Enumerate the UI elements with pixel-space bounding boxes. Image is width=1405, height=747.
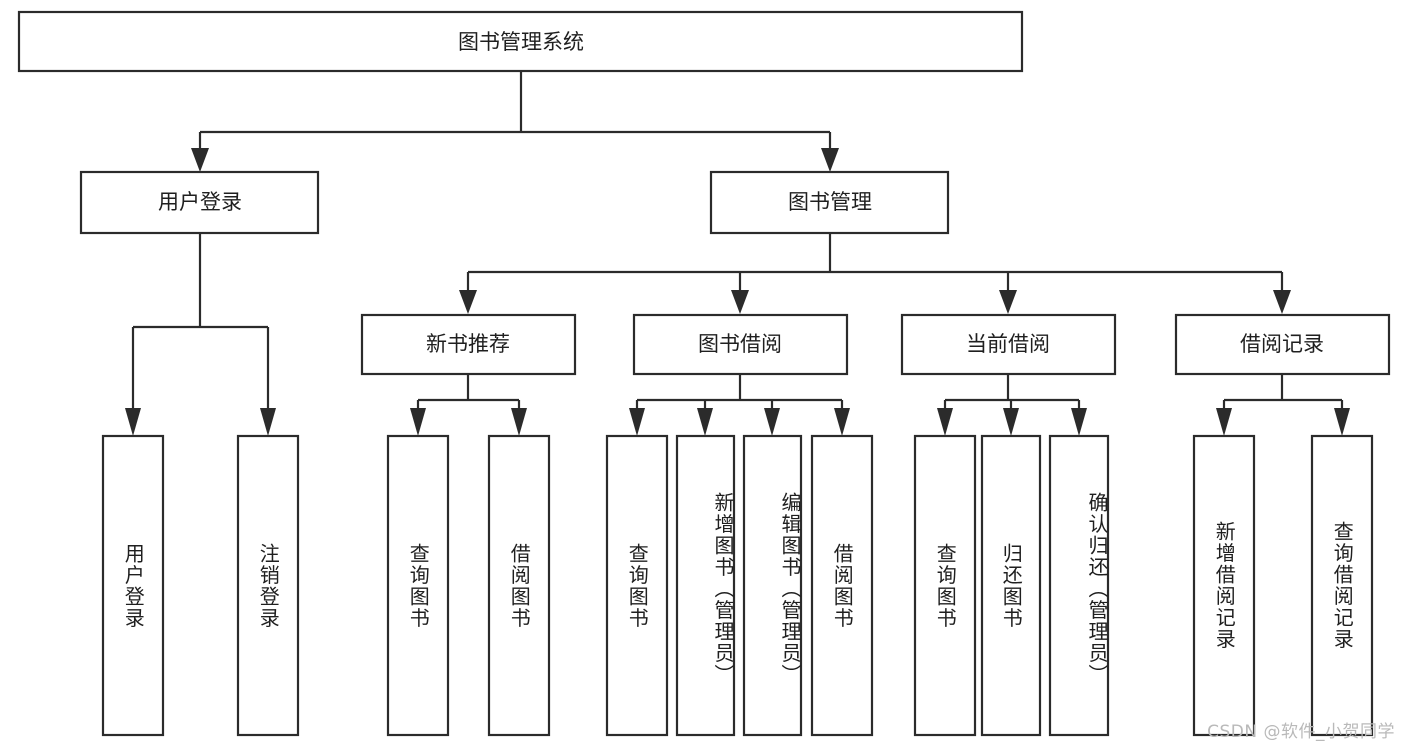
arrow-head-icon <box>821 148 839 172</box>
leaf-box-edit-book-admin[interactable] <box>742 434 803 737</box>
node-user-login-box[interactable] <box>79 170 320 235</box>
node-borrow-record-label: 借阅记录 <box>1240 332 1324 356</box>
arrow-head-icon <box>125 408 141 436</box>
leaf-box-query-book-3[interactable] <box>913 434 977 737</box>
node-new-book-recommend[interactable]: 新书推荐 <box>360 313 577 376</box>
leaf-box-add-borrow-record[interactable] <box>1192 434 1256 737</box>
leaf-box-return-book[interactable] <box>980 434 1042 737</box>
node-book-borrow-box[interactable] <box>632 313 849 376</box>
node-book-management[interactable]: 图书管理 <box>709 170 950 235</box>
watermark-text: CSDN @软件_小贺同学 <box>1207 722 1395 742</box>
node-current-borrow-box[interactable] <box>900 313 1117 376</box>
node-root-box[interactable] <box>17 10 1024 73</box>
leaf-box-borrow-book-1[interactable] <box>487 434 551 737</box>
leaf-box-add-book-admin[interactable] <box>675 434 736 737</box>
arrow-head-icon <box>459 290 477 314</box>
arrow-head-icon <box>731 290 749 314</box>
leaf-box-query-book-1[interactable] <box>386 434 450 737</box>
node-book-borrow-label: 图书借阅 <box>698 332 782 356</box>
arrow-head-icon <box>834 408 850 436</box>
node-new-book-recommend-label: 新书推荐 <box>426 332 510 356</box>
node-book-management-box[interactable] <box>709 170 950 235</box>
node-current-borrow[interactable]: 当前借阅 <box>900 313 1117 376</box>
arrow-head-icon <box>1273 290 1291 314</box>
arrow-head-icon <box>1003 408 1019 436</box>
leaf-box-user-login[interactable] <box>101 434 165 737</box>
leaf-box-logout[interactable] <box>236 434 300 737</box>
leaf-box-query-book-2[interactable] <box>605 434 669 737</box>
arrow-heads <box>125 148 1350 436</box>
arrow-head-icon <box>1334 408 1350 436</box>
arrow-head-icon <box>511 408 527 436</box>
leaf-box-borrow-book-2[interactable] <box>810 434 874 737</box>
arrow-head-icon <box>697 408 713 436</box>
node-borrow-record[interactable]: 借阅记录 <box>1174 313 1391 376</box>
arrow-head-icon <box>999 290 1017 314</box>
arrow-head-icon <box>764 408 780 436</box>
node-root[interactable]: 图书管理系统 <box>17 10 1024 73</box>
node-root-label: 图书管理系统 <box>458 30 584 54</box>
leaf-box-query-borrow-record[interactable] <box>1310 434 1374 737</box>
arrow-head-icon <box>260 408 276 436</box>
leaf-boxes <box>101 434 1374 737</box>
node-new-book-recommend-box[interactable] <box>360 313 577 376</box>
node-book-management-label: 图书管理 <box>788 190 872 214</box>
node-user-login-label: 用户登录 <box>158 190 242 214</box>
arrow-head-icon <box>1216 408 1232 436</box>
arrow-head-icon <box>410 408 426 436</box>
leaf-box-confirm-return-admin[interactable] <box>1048 434 1110 737</box>
node-current-borrow-label: 当前借阅 <box>966 332 1050 356</box>
arrow-head-icon <box>629 408 645 436</box>
node-borrow-record-box[interactable] <box>1174 313 1391 376</box>
arrow-head-icon <box>1071 408 1087 436</box>
node-user-login[interactable]: 用户登录 <box>79 170 320 235</box>
node-book-borrow[interactable]: 图书借阅 <box>632 313 849 376</box>
arrow-head-icon <box>937 408 953 436</box>
arrow-head-icon <box>191 148 209 172</box>
